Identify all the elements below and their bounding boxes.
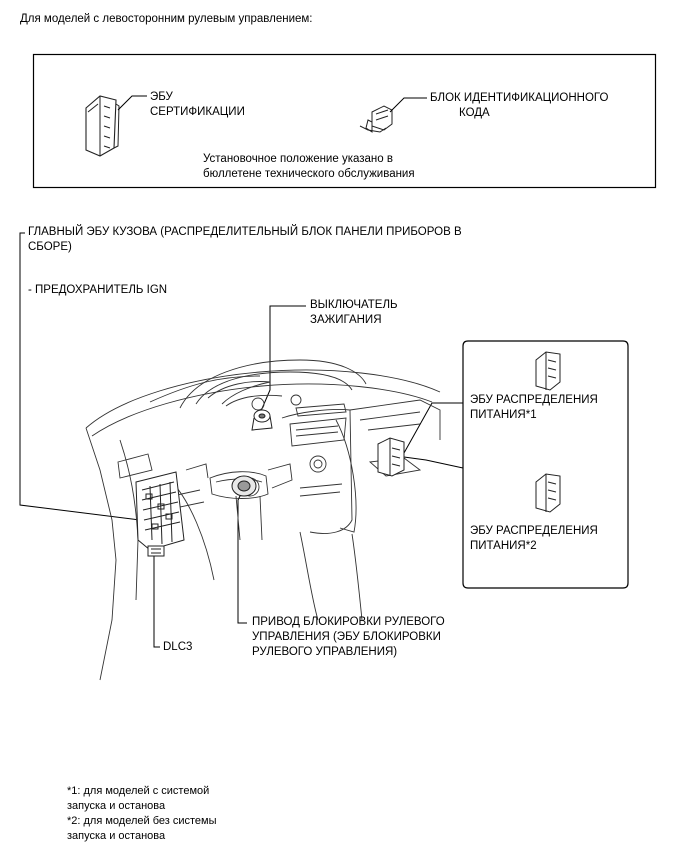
top-frame (32, 53, 657, 189)
power-ecu-1-label-1: ЭБУ РАСПРЕДЕЛЕНИЯ (470, 394, 598, 406)
dashboard-drawing (85, 359, 441, 681)
main-body-ecu-leader (19, 232, 141, 521)
location-note-2: бюллетене технического обслуживания (203, 168, 415, 180)
main-body-ecu-label-1: ГЛАВНЫЙ ЭБУ КУЗОВА (РАСПРЕДЕЛИТЕЛЬНЫЙ БЛ… (28, 226, 462, 238)
right-frame (462, 340, 629, 589)
power-ecu-in-car (377, 437, 405, 477)
power-ecu-2-label-2: ПИТАНИЯ*2 (470, 540, 537, 552)
ignition-switch-label-2: ЗАЖИГАНИЯ (310, 314, 382, 326)
power-ecu-2-label-1: ЭБУ РАСПРЕДЕЛЕНИЯ (470, 525, 598, 537)
id-code-box-label-1: БЛОК ИДЕНТИФИКАЦИОННОГО (430, 92, 609, 104)
dlc3-connector (147, 545, 165, 557)
footnote-1: *1: для моделей с системой (67, 785, 210, 797)
main-body-ecu-label-2: СБОРЕ) (28, 241, 72, 253)
id-code-box-label-2: КОДА (459, 107, 490, 119)
power-ecu-2-part (535, 473, 561, 513)
junction-block-part (135, 471, 185, 551)
steering-lock-leader (237, 489, 247, 624)
certification-ecu-label-1: ЭБУ (150, 91, 173, 103)
page-header: Для моделей с левосторонним рулевым упра… (20, 13, 313, 25)
fuse-ign-label: - ПРЕДОХРАНИТЕЛЬ IGN (28, 284, 168, 296)
certification-ecu-label-2: СЕРТИФИКАЦИИ (150, 106, 245, 118)
power-ecu-1-label-2: ПИТАНИЯ*1 (470, 409, 537, 421)
footnote-2: запуска и останова (67, 800, 166, 812)
id-code-box-part (359, 97, 427, 133)
steering-lock-label-1: ПРИВОД БЛОКИРОВКИ РУЛЕВОГО (252, 616, 445, 628)
dlc3-label: DLC3 (163, 641, 193, 653)
dlc3-leader (153, 556, 160, 648)
footnote-4: запуска и останова (67, 830, 166, 842)
steering-lock-part (231, 475, 257, 497)
power-ecu-1-part (535, 351, 561, 391)
steering-lock-label-2: УПРАВЛЕНИЯ (ЭБУ БЛОКИРОВКИ (252, 631, 441, 643)
ignition-switch-label-1: ВЫКЛЮЧАТЕЛЬ (310, 299, 398, 311)
location-note-1: Установочное положение указано в (203, 153, 393, 165)
certification-ecu-part (85, 95, 147, 157)
footnote-3: *2: для моделей без системы (67, 815, 217, 827)
ignition-switch-part (251, 409, 273, 431)
steering-lock-label-3: РУЛЕВОГО УПРАВЛЕНИЯ) (252, 646, 398, 658)
